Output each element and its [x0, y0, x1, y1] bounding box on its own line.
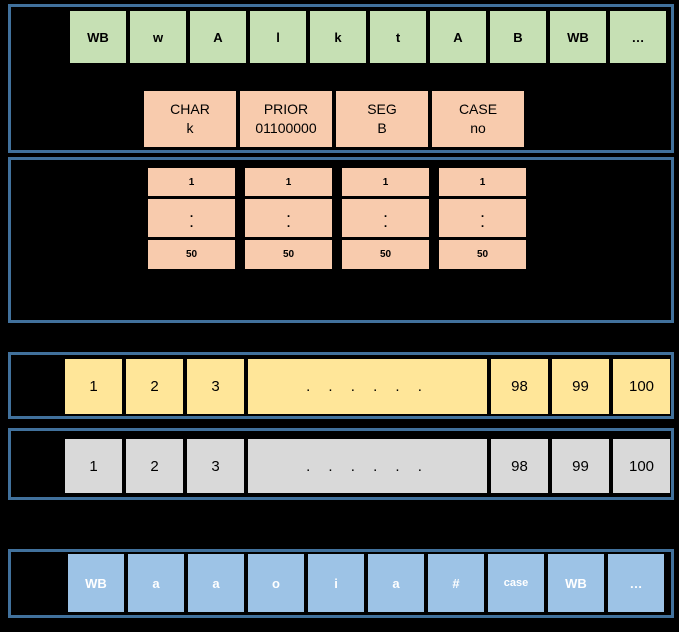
feature-header-row: CHAR k PRIOR 01100000 SEG B CASE no [143, 90, 525, 148]
gray-row-panel: 1 2 3 . . . . . . 98 99 100 [8, 428, 674, 500]
vector-first-cell: 1 [147, 167, 236, 197]
yellow-row-panel: 1 2 3 . . . . . . 98 99 100 [8, 352, 674, 419]
feature-columns-row: 1 . . 50 1 . . 50 1 . . 50 1 . . 50 [147, 167, 527, 270]
vector-first-cell: 1 [244, 167, 333, 197]
sequence-cell: case [487, 553, 545, 613]
vector-last-cell: 50 [341, 239, 430, 270]
ellipsis-cell: . . . . . . [247, 438, 488, 494]
vector-last-cell: 50 [438, 239, 527, 270]
sequence-cell: WB [547, 553, 605, 613]
gray-index-row: 1 2 3 . . . . . . 98 99 100 [64, 438, 671, 494]
vector-first-cell: 1 [341, 167, 430, 197]
index-cell: 3 [186, 438, 245, 494]
input-sequence-row: WB w A l k t A B WB … [69, 10, 667, 64]
feature-title: PRIOR [263, 101, 309, 117]
sequence-cell: WB [549, 10, 607, 64]
index-cell: 99 [551, 358, 610, 415]
index-cell: 100 [612, 438, 671, 494]
index-cell: 100 [612, 358, 671, 415]
vector-dots-cell: . . [438, 198, 527, 238]
sequence-cell: WB [67, 553, 125, 613]
feature-box: CHAR k [143, 90, 237, 148]
feature-title: CASE [458, 101, 498, 117]
sequence-cell: A [189, 10, 247, 64]
feature-vector-panel: 1 . . 50 1 . . 50 1 . . 50 1 . . 50 [8, 157, 674, 323]
vector-column: 1 . . 50 [341, 167, 430, 270]
feature-box: PRIOR 01100000 [239, 90, 333, 148]
feature-value: k [186, 120, 194, 136]
sequence-cell: w [129, 10, 187, 64]
sequence-cell: i [307, 553, 365, 613]
vector-column: 1 . . 50 [438, 167, 527, 270]
vector-first-cell: 1 [438, 167, 527, 197]
index-cell: 1 [64, 358, 123, 415]
vector-dots-cell: . . [341, 198, 430, 238]
yellow-index-row: 1 2 3 . . . . . . 98 99 100 [64, 358, 671, 415]
sequence-cell: a [127, 553, 185, 613]
ellipsis-cell: … [607, 553, 665, 613]
sequence-cell: l [249, 10, 307, 64]
index-cell: 1 [64, 438, 123, 494]
top-panel: WB w A l k t A B WB … CHAR k PRIOR 01100… [8, 4, 674, 153]
sequence-cell: a [187, 553, 245, 613]
feature-value: no [470, 120, 486, 136]
ellipsis-cell: … [609, 10, 667, 64]
feature-title: SEG [367, 101, 397, 117]
index-cell: 98 [490, 358, 549, 415]
bottom-panel: WB a a o i a # case WB … [8, 549, 674, 618]
sequence-cell: a [367, 553, 425, 613]
sequence-cell: WB [69, 10, 127, 64]
sequence-cell: A [429, 10, 487, 64]
feature-value: B [377, 120, 387, 136]
index-cell: 2 [125, 438, 184, 494]
vector-column: 1 . . 50 [244, 167, 333, 270]
feature-title: CHAR [170, 101, 210, 117]
vector-dots-cell: . . [147, 198, 236, 238]
index-cell: 99 [551, 438, 610, 494]
vector-dots-cell: . . [244, 198, 333, 238]
feature-value: 01100000 [255, 120, 317, 136]
vector-column: 1 . . 50 [147, 167, 236, 270]
sequence-cell: o [247, 553, 305, 613]
sequence-cell: B [489, 10, 547, 64]
vector-last-cell: 50 [147, 239, 236, 270]
index-cell: 2 [125, 358, 184, 415]
sequence-cell: k [309, 10, 367, 64]
feature-box: CASE no [431, 90, 525, 148]
index-cell: 98 [490, 438, 549, 494]
sequence-cell: t [369, 10, 427, 64]
output-sequence-row: WB a a o i a # case WB … [67, 553, 665, 613]
feature-box: SEG B [335, 90, 429, 148]
sequence-cell: # [427, 553, 485, 613]
index-cell: 3 [186, 358, 245, 415]
vector-last-cell: 50 [244, 239, 333, 270]
ellipsis-cell: . . . . . . [247, 358, 488, 415]
